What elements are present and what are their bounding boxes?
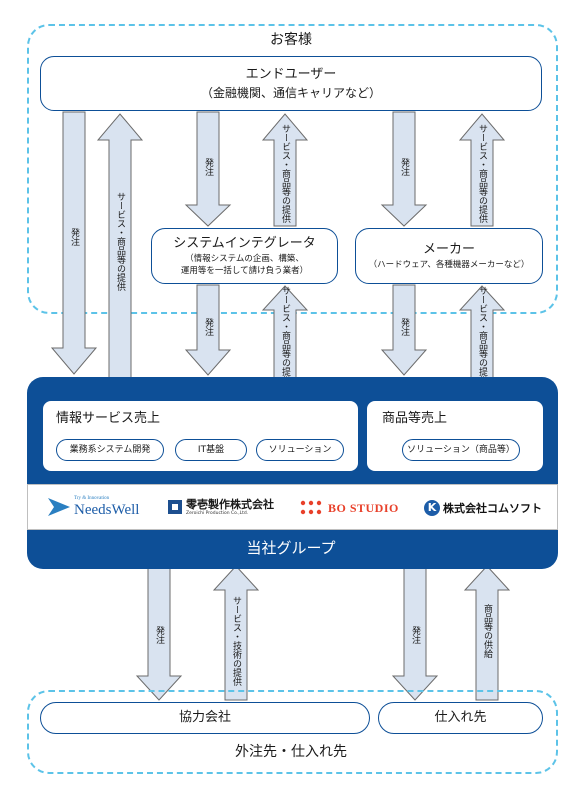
- needswell-mark-icon: [48, 498, 70, 516]
- tag-it-infra: IT基盤: [175, 439, 247, 461]
- arrow-up-maker-enduser: [458, 113, 506, 227]
- needswell-tagline: Try & Innovation: [74, 495, 110, 501]
- arrow-up-group-si: [261, 285, 309, 380]
- system-integrator-box: システムインテグレータ （情報システムの企画、構築、 運用等を一括して請け負う業…: [151, 228, 338, 284]
- label-order-5: 発注: [399, 318, 409, 336]
- arrow-up-vendor-group: [463, 565, 511, 701]
- arrow-down-enduser-si: [184, 111, 232, 227]
- vendor-box: 仕入れ先: [378, 702, 543, 734]
- zeroichi-sub: Zeroichi Production Co.,Ltd.: [186, 510, 249, 516]
- zeroichi-name: 零壱製作株式会社: [186, 497, 274, 511]
- system-integrator-title: システムインテグレータ: [173, 236, 316, 251]
- label-order-6: 発注: [154, 626, 164, 644]
- logo-strip: [27, 484, 558, 530]
- arrow-up-si-enduser: [261, 113, 309, 227]
- comsoft-name: 株式会社コムソフト: [443, 502, 542, 515]
- comsoft-mark-icon: K: [424, 500, 440, 516]
- label-product-supply: 商品等の供給: [482, 604, 492, 658]
- label-order-4: 発注: [203, 318, 213, 336]
- tag-solution: ソリューション: [256, 439, 344, 461]
- suppliers-title: 外注先・仕入れ先: [235, 744, 347, 760]
- vendor-label: 仕入れ先: [434, 710, 487, 725]
- needswell-name: NeedsWell: [74, 501, 140, 518]
- arrow-up-partner-group: [212, 565, 260, 701]
- tag-business-system: 業務系システム開発: [56, 439, 164, 461]
- label-service-product-1: サービス・商品等の提供: [115, 192, 125, 291]
- end-user-subtitle: （金融機関、通信キャリアなど）: [200, 85, 381, 100]
- bo-studio-dots-icon: [300, 500, 322, 515]
- zeroichi-mark-icon: [168, 500, 182, 514]
- end-user-box: エンドユーザー （金融機関、通信キャリアなど）: [40, 56, 542, 111]
- arrow-up-group-maker: [458, 285, 506, 380]
- label-service-tech: サービス・技術の提供: [231, 596, 241, 686]
- label-service-product-5: サービス・商品等の提供: [477, 286, 487, 385]
- arrow-down-enduser-maker: [380, 111, 428, 227]
- needswell-logo: Try & Innovation NeedsWell: [48, 490, 139, 524]
- arrow-down-maker-group: [380, 284, 428, 376]
- system-integrator-sub2: 運用等を一括して請け負う業者）: [180, 266, 309, 276]
- bo-studio-name: BO STUDIO: [328, 500, 399, 515]
- maker-subtitle: （ハードウェア、各種機器メーカーなど）: [368, 260, 530, 270]
- bo-studio-logo: BO STUDIO: [300, 498, 399, 518]
- customers-title: お客様: [270, 32, 312, 48]
- system-integrator-sub1: （情報システムの企画、構築、: [185, 254, 304, 264]
- arrow-up-group-enduser: [96, 113, 144, 380]
- label-service-product-3: サービス・商品等の提供: [477, 124, 487, 223]
- label-order-7: 発注: [410, 626, 420, 644]
- arrow-down-si-group: [184, 284, 232, 376]
- comsoft-logo: K 株式会社コムソフト: [424, 496, 542, 520]
- group-label: 当社グループ: [246, 539, 336, 557]
- partner-label: 協力会社: [178, 710, 231, 725]
- info-service-title: 情報サービス売上: [56, 411, 161, 426]
- arrow-down-group-partner: [135, 565, 183, 701]
- arrow-down-enduser-group: [50, 111, 98, 375]
- arrow-down-group-vendor: [391, 565, 439, 701]
- label-service-product-4: サービス・商品等の提供: [280, 286, 290, 385]
- label-order-3: 発注: [399, 158, 409, 176]
- suppliers-region: [27, 690, 558, 774]
- maker-box: メーカー （ハードウェア、各種機器メーカーなど）: [355, 228, 543, 284]
- tag-product-solution: ソリューション（商品等）: [402, 439, 520, 461]
- product-sales-title: 商品等売上: [382, 411, 448, 426]
- label-order-2: 発注: [203, 158, 213, 176]
- label-service-product-2: サービス・商品等の提供: [280, 124, 290, 223]
- partner-box: 協力会社: [40, 702, 370, 734]
- end-user-title: エンドユーザー: [245, 66, 337, 82]
- label-order-1: 発注: [69, 228, 79, 246]
- zeroichi-logo: 零壱製作株式会社 Zeroichi Production Co.,Ltd.: [168, 492, 274, 522]
- maker-title: メーカー: [422, 242, 475, 257]
